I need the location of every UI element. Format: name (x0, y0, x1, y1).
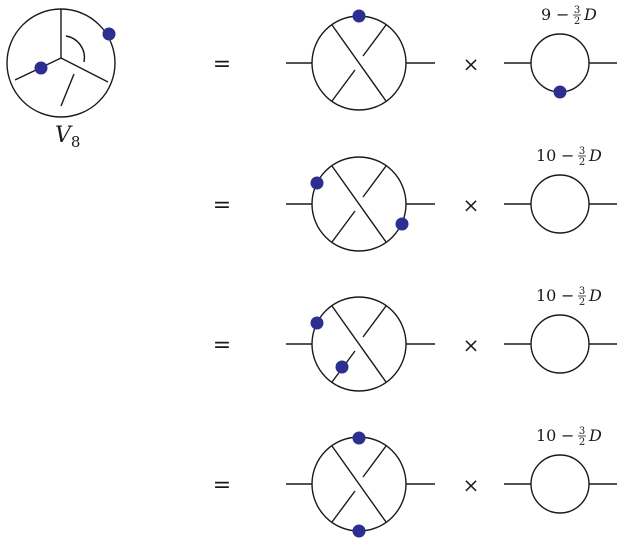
fraction-denominator: 2 (574, 16, 580, 27)
equals-sign: = (213, 52, 231, 77)
times-sign: × (463, 193, 480, 217)
stub-lower (331, 490, 356, 523)
equals-sign: = (213, 193, 231, 218)
crossed-diagram (286, 296, 435, 392)
dot-marker (352, 9, 366, 23)
cross-line (331, 305, 387, 383)
bubble-diagram (504, 454, 617, 514)
coefficient-minus: − (561, 146, 574, 165)
coefficient-number: 10 (536, 286, 556, 305)
fraction-denominator: 2 (579, 437, 585, 448)
bubble-circle (530, 454, 590, 514)
stub-lower (331, 69, 356, 102)
big-circle (311, 296, 407, 392)
fraction-denominator: 2 (579, 297, 585, 308)
stub-upper (362, 445, 387, 478)
stub-lower (331, 210, 356, 243)
bubble-diagram (504, 174, 617, 234)
coefficient-minus: − (556, 5, 569, 24)
crossed-diagram (286, 9, 435, 111)
v8-line-bottom-stub (60, 73, 75, 107)
coefficient-variable: D (588, 146, 602, 165)
dot-marker (395, 217, 409, 231)
fraction-denominator: 2 (579, 157, 585, 168)
bubble-circle (530, 174, 590, 234)
bubble-circle (530, 33, 590, 93)
coefficient-minus: − (561, 426, 574, 445)
times-sign: × (463, 333, 480, 357)
cross-line (331, 24, 387, 102)
fraction-numerator: 3 (579, 146, 585, 157)
v8-dot-right (102, 27, 116, 41)
v8-line-right (60, 57, 109, 83)
fraction-numerator: 3 (574, 5, 580, 16)
crossed-diagram (286, 431, 435, 538)
coefficient-variable: D (588, 286, 602, 305)
big-circle (311, 156, 407, 252)
bubble-circle (530, 314, 590, 374)
stub-upper (362, 165, 387, 198)
coefficient-variable: D (583, 5, 597, 24)
dot-marker (352, 524, 366, 538)
dot-marker (310, 316, 324, 330)
coefficient-number: 10 (536, 426, 556, 445)
v8-dot-left (34, 61, 48, 75)
v8-diagram: V8 (6, 8, 116, 151)
coefficient-number: 10 (536, 146, 556, 165)
dot-marker (310, 176, 324, 190)
fraction-numerator: 3 (579, 426, 585, 437)
coefficient-minus: − (561, 286, 574, 305)
bubble-diagram (504, 314, 617, 374)
equals-sign: = (213, 473, 231, 498)
coefficient-number: 9 (541, 5, 551, 24)
dot-marker (335, 360, 349, 374)
times-sign: × (463, 52, 480, 76)
fraction-numerator: 3 (579, 286, 585, 297)
v8-arc (65, 35, 86, 63)
cross-line (331, 445, 387, 523)
cross-line (331, 165, 387, 243)
crossed-diagram (286, 156, 435, 252)
dot-marker (553, 85, 567, 99)
dot-marker (352, 431, 366, 445)
stub-upper (362, 24, 387, 57)
equals-sign: = (213, 333, 231, 358)
v8-label: V8 (55, 123, 80, 151)
stub-upper (362, 305, 387, 338)
bubble-diagram (504, 33, 617, 99)
coefficient-variable: D (588, 426, 602, 445)
times-sign: × (463, 473, 480, 497)
